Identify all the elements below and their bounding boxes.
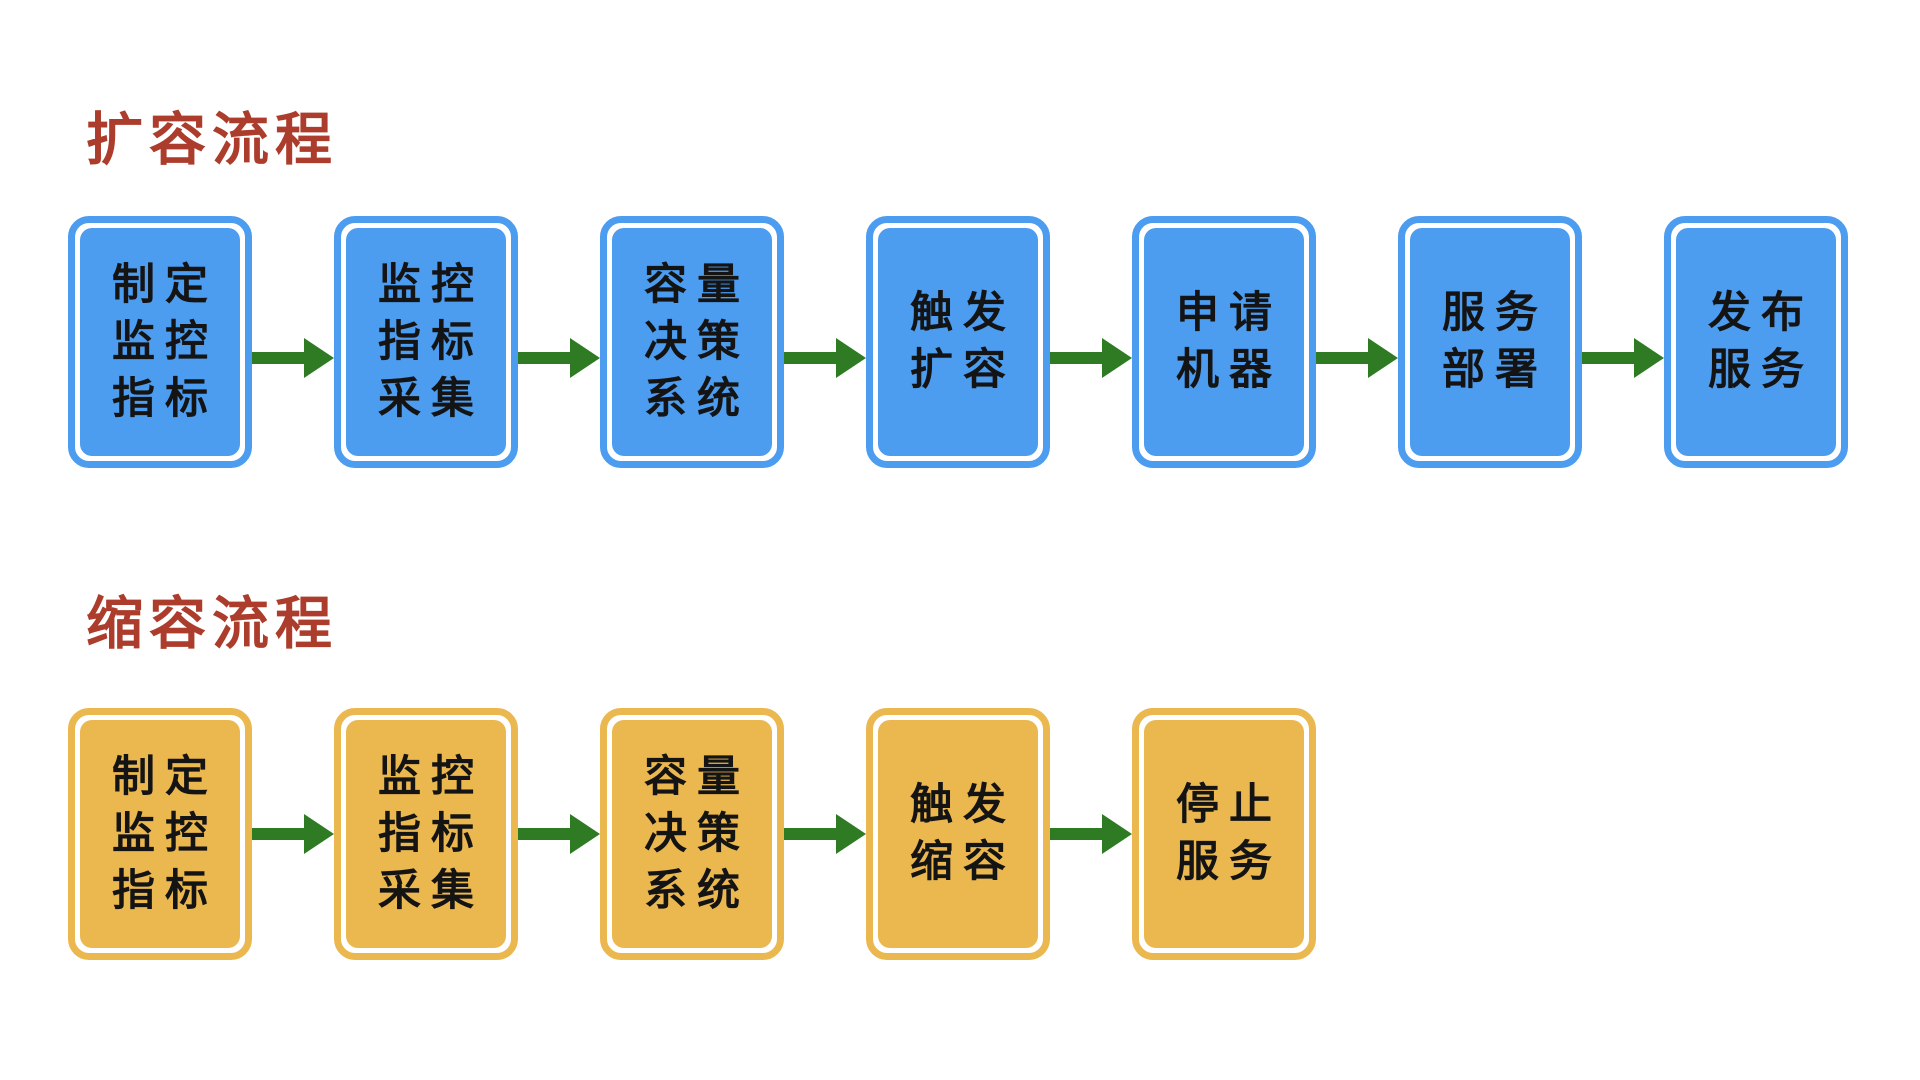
step-line: 触发 [910,780,1016,830]
step-line: 机器 [1176,345,1282,395]
step-line: 扩容 [910,345,1016,395]
flow-step: 容量决策系统 [600,216,784,468]
flow-step: 触发缩容 [866,708,1050,960]
step-line: 指标 [378,808,484,859]
flow-step-label: 制定监控指标 [80,720,240,948]
step-line: 容量 [644,751,750,802]
arrow-right-icon [784,814,866,854]
step-line: 决策 [644,808,750,859]
flow-step-label: 触发缩容 [878,720,1038,948]
flow-step: 制定监控指标 [68,216,252,468]
flow-step-label: 容量决策系统 [612,720,772,948]
arrow-right-icon [252,814,334,854]
arrow-right-icon [1050,338,1132,378]
step-line: 制定 [112,751,218,802]
step-line: 制定 [112,259,218,310]
step-line: 服务 [1442,288,1548,338]
flow-title-shrink: 缩容流程 [86,591,338,657]
step-line: 监控 [378,751,484,802]
arrow-right-icon [1582,338,1664,378]
flow-step: 服务部署 [1398,216,1582,468]
flow-step-label: 停止服务 [1144,720,1304,948]
step-line: 指标 [112,865,218,916]
step-line: 决策 [644,316,750,367]
flow-step: 制定监控指标 [68,708,252,960]
flow-step: 触发扩容 [866,216,1050,468]
step-line: 触发 [910,288,1016,338]
flow-step: 监控指标采集 [334,708,518,960]
step-line: 申请 [1176,288,1282,338]
flow-step: 停止服务 [1132,708,1316,960]
flow-step-label: 制定监控指标 [80,228,240,456]
step-line: 停止 [1176,780,1282,830]
arrow-right-icon [1316,338,1398,378]
step-line: 指标 [112,373,218,424]
step-line: 指标 [378,316,484,367]
step-line: 服务 [1176,837,1282,887]
flow-step: 申请机器 [1132,216,1316,468]
arrow-right-icon [784,338,866,378]
step-line: 部署 [1442,345,1548,395]
step-line: 采集 [378,865,484,916]
step-line: 缩容 [910,837,1016,887]
arrow-right-icon [1050,814,1132,854]
flow-row-expand: 制定监控指标监控指标采集容量决策系统触发扩容申请机器服务部署发布服务 [68,216,1848,468]
step-line: 服务 [1708,345,1814,395]
flow-step: 容量决策系统 [600,708,784,960]
arrow-right-icon [252,338,334,378]
arrow-right-icon [518,814,600,854]
flow-step-label: 发布服务 [1676,228,1836,456]
flow-step-label: 触发扩容 [878,228,1038,456]
flow-step-label: 申请机器 [1144,228,1304,456]
flow-step-label: 服务部署 [1410,228,1570,456]
step-line: 监控 [112,808,218,859]
step-line: 发布 [1708,288,1814,338]
step-line: 系统 [644,865,750,916]
step-line: 采集 [378,373,484,424]
arrow-right-icon [518,338,600,378]
flow-step: 发布服务 [1664,216,1848,468]
flow-step: 监控指标采集 [334,216,518,468]
flow-row-shrink: 制定监控指标监控指标采集容量决策系统触发缩容停止服务 [68,708,1316,960]
step-line: 系统 [644,373,750,424]
step-line: 监控 [378,259,484,310]
flow-title-expand: 扩容流程 [86,107,338,173]
step-line: 监控 [112,316,218,367]
flow-step-label: 监控指标采集 [346,228,506,456]
step-line: 容量 [644,259,750,310]
flow-step-label: 容量决策系统 [612,228,772,456]
flow-step-label: 监控指标采集 [346,720,506,948]
